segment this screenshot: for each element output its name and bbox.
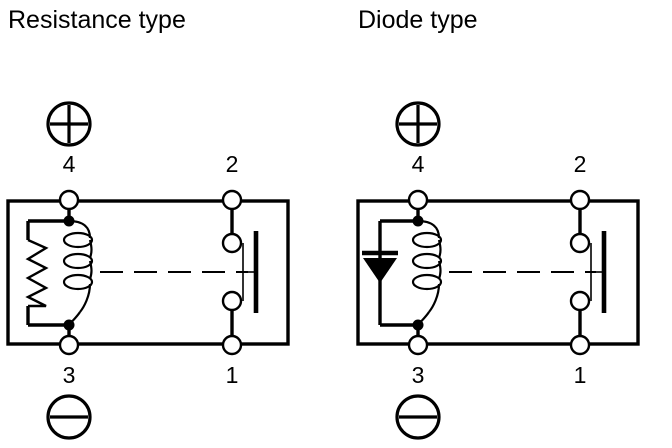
relay-body-outline [356,199,640,346]
diagram-title-diode: Diode type [358,6,478,34]
terminal-3 [58,334,80,356]
terminal-2 [569,189,591,211]
contact-upper [569,232,591,254]
terminal-2 [221,189,243,211]
terminal-4 [58,189,80,211]
diode-symbol [362,250,398,283]
terminal-label-1: 1 [226,362,239,388]
terminal-4 [407,189,429,211]
terminal-label-3: 3 [63,362,76,388]
plus-polarity-icon [46,101,92,147]
terminal-label-4: 4 [63,151,76,177]
contact-upper [221,232,243,254]
contact-lower [569,290,591,312]
diagram-resistance-type: Resistance type 4 2 3 1 [6,6,290,440]
relay-body-outline [6,199,290,346]
terminal-1 [221,334,243,356]
contact-lower [221,290,243,312]
terminal-label-2: 2 [574,151,587,177]
terminal-3 [407,334,429,356]
diagram-diode-type: Diode type 4 2 3 1 [356,6,640,440]
coil-symbol [411,219,443,326]
terminal-label-4: 4 [412,151,425,177]
diagram-title-resistance: Resistance type [8,6,186,34]
terminal-label-2: 2 [226,151,239,177]
minus-polarity-icon [395,394,441,440]
plus-polarity-icon [395,101,441,147]
minus-polarity-icon [46,394,92,440]
terminal-1 [569,334,591,356]
resistor-symbol [25,238,49,308]
coil-symbol [62,219,94,326]
terminal-label-1: 1 [574,362,587,388]
terminal-label-3: 3 [412,362,425,388]
